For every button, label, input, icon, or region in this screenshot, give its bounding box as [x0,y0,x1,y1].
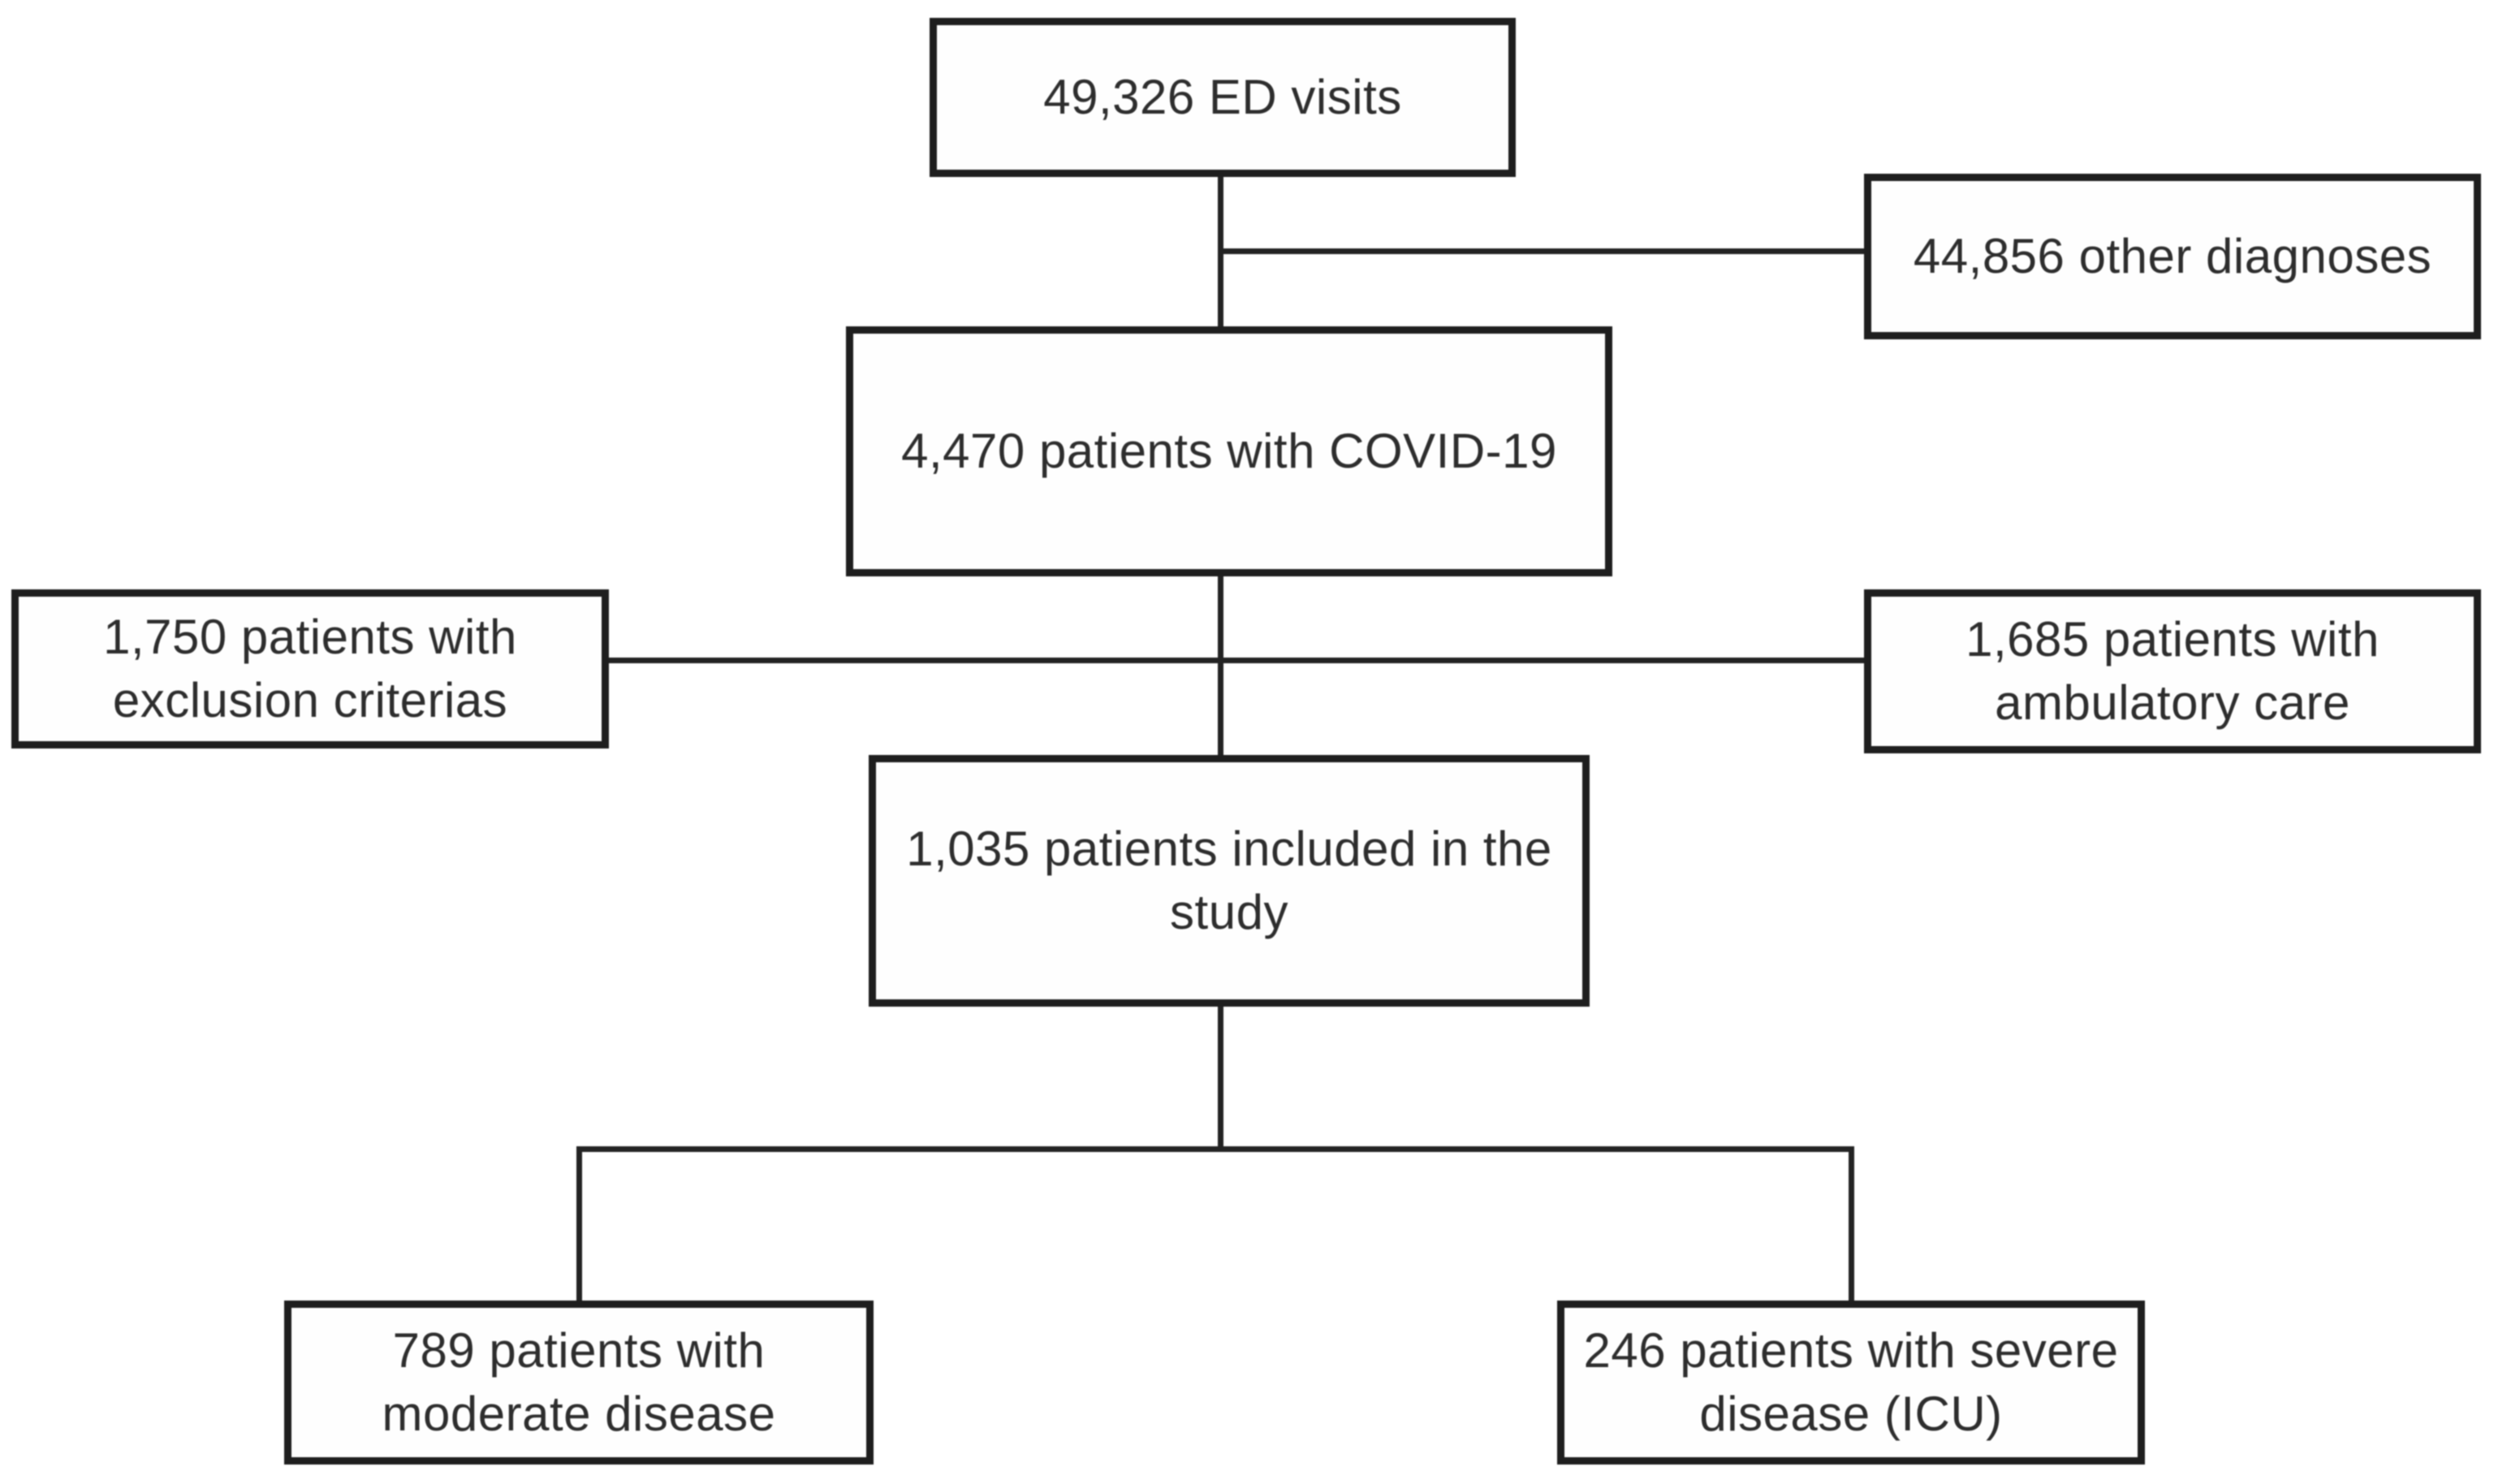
edge-covid-to-included-vertical [1218,573,1223,758]
node-severe-disease-icu: 246 patients with severe disease (ICU) [1557,1301,2145,1465]
node-ed-visits: 49,326 ED visits [930,18,1516,177]
edge-branch-to-other-diagnoses [1218,248,1867,254]
edge-split-horizontal [576,1146,1854,1152]
node-moderate-disease: 789 patients with moderate disease [284,1301,874,1465]
node-exclusion-criteria-label: 1,750 patients with exclusion criterias [103,610,517,727]
edge-included-down-vertical [1218,1003,1223,1150]
node-severe-disease-icu-label: 246 patients with severe disease (ICU) [1583,1323,2119,1441]
node-ed-visits-label: 49,326 ED visits [1043,70,1402,124]
node-covid-patients: 4,470 patients with COVID-19 [846,326,1612,576]
node-ambulatory-care: 1,685 patients with ambulatory care [1864,589,2481,753]
node-included-in-study: 1,035 patients included in the study [869,755,1590,1007]
node-other-diagnoses-label: 44,856 other diagnoses [1913,229,2432,283]
edge-to-moderate-vertical [576,1146,582,1304]
edge-branch-exclusion-ambulatory [604,658,1867,663]
node-ambulatory-care-label: 1,685 patients with ambulatory care [1965,612,2380,730]
node-moderate-disease-label: 789 patients with moderate disease [382,1323,776,1441]
node-exclusion-criteria: 1,750 patients with exclusion criterias [11,589,609,748]
node-covid-patients-label: 4,470 patients with COVID-19 [901,424,1557,478]
node-other-diagnoses: 44,856 other diagnoses [1864,174,2481,339]
node-included-in-study-label: 1,035 patients included in the study [906,822,1552,939]
edge-to-severe-vertical [1849,1146,1854,1304]
